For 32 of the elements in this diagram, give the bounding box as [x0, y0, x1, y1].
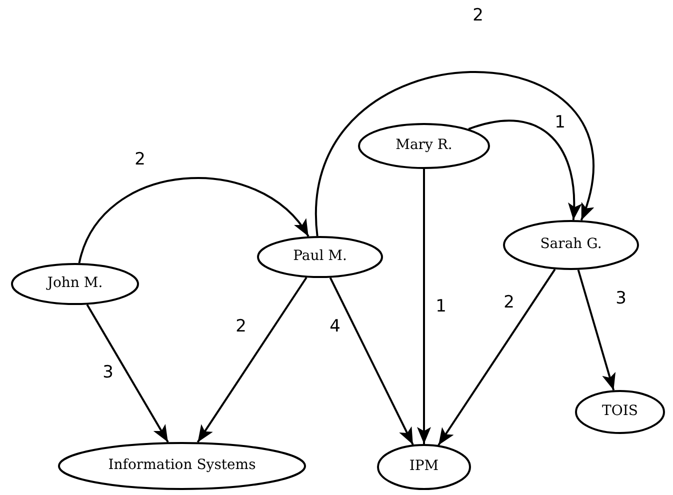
node-label: Mary R.	[396, 137, 452, 155]
arrow	[417, 169, 431, 444]
ellipse-node	[358, 123, 490, 169]
arrow	[438, 268, 556, 446]
node-label: Paul M.	[293, 248, 347, 266]
ellipse-node	[377, 444, 471, 490]
ellipse-node	[503, 220, 639, 270]
arrow	[329, 277, 414, 446]
ellipse-node	[58, 442, 306, 490]
arrow	[78, 177, 310, 264]
ellipse-node	[11, 263, 139, 305]
node-label: IPM	[409, 458, 439, 476]
edge-label: 4	[330, 318, 340, 336]
arrow	[86, 304, 169, 443]
arrow	[316, 71, 594, 236]
edge-label: 2	[236, 318, 246, 336]
edge-label: 2	[504, 294, 514, 312]
node-label: Sarah G.	[540, 236, 602, 254]
edge-label: 3	[102, 364, 114, 382]
arrow	[196, 276, 308, 443]
edge-label: 1	[554, 114, 566, 132]
node-label: John M.	[47, 275, 103, 293]
ellipse-node	[257, 236, 383, 278]
edge-label: 2	[134, 152, 146, 168]
ellipse-node	[575, 390, 665, 434]
node-label: TOIS	[602, 403, 638, 421]
edge-label: 2	[472, 8, 484, 24]
edge-label: 1	[436, 298, 446, 316]
arrow	[468, 120, 582, 220]
arrow	[577, 270, 616, 390]
node-label: Information Systems	[108, 457, 256, 475]
edge-label: 3	[616, 290, 626, 308]
